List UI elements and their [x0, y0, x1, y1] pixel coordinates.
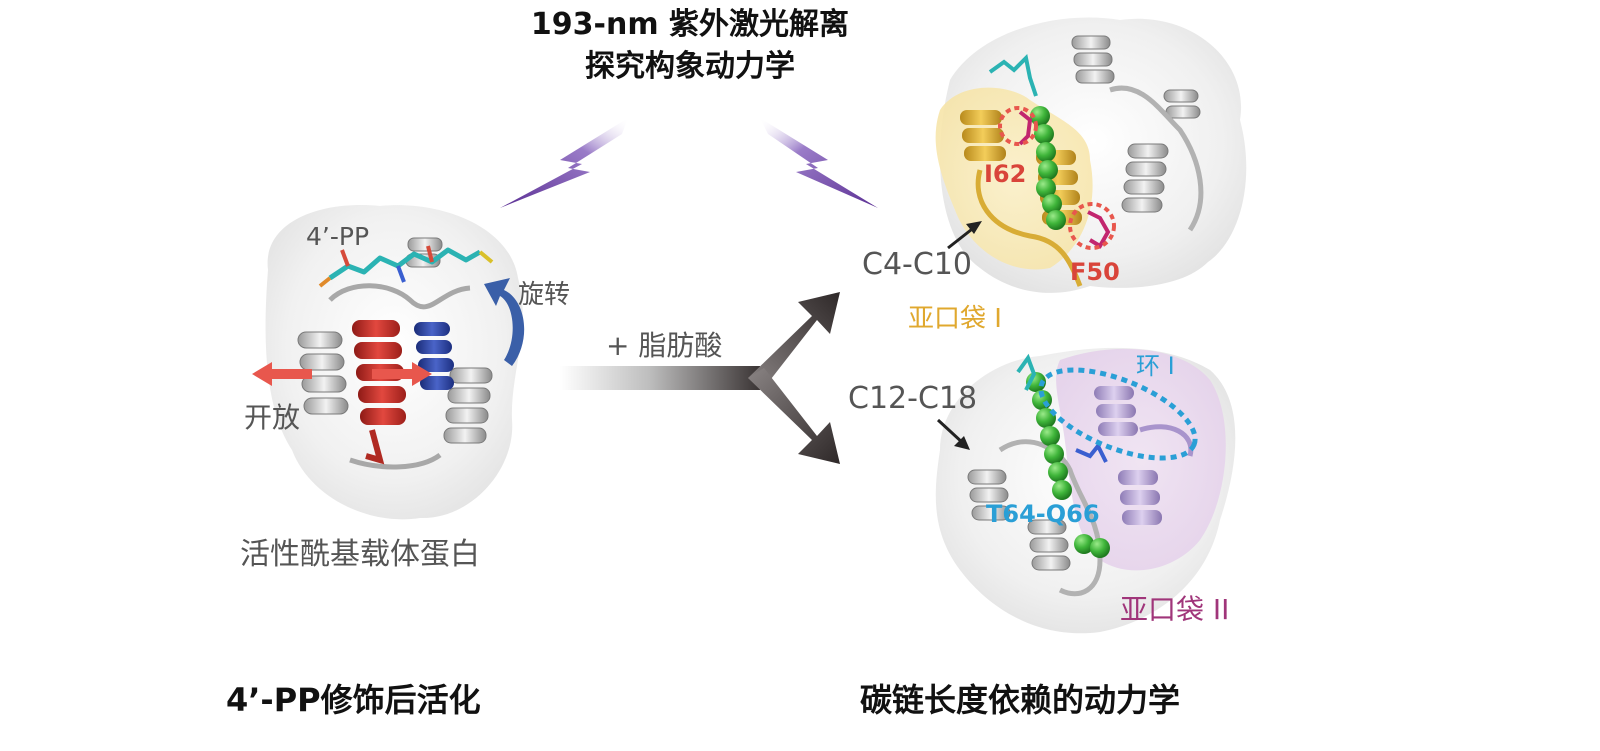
4pp-sticks [1016, 353, 1037, 391]
gray-helix [297, 331, 349, 415]
open-label: 开放 [244, 401, 301, 434]
c4-c10-pointer [947, 221, 982, 250]
gray-helix [1163, 89, 1201, 119]
uv-lightning-bolt-left [500, 118, 628, 208]
lavender-helix [1094, 386, 1138, 436]
residue-sticks [1087, 210, 1111, 249]
open-arrows [252, 362, 432, 386]
gray-helix [1121, 143, 1169, 213]
4pp-sticks [988, 53, 1038, 97]
gray-helix [1027, 519, 1071, 571]
f50-marker [1068, 202, 1116, 250]
4pp-label: 4’-PP [306, 222, 370, 251]
gray-helix [967, 469, 1011, 521]
fatty-acid-label: + 脂肪酸 [606, 329, 723, 362]
t64-q66-label: T64-Q66 [986, 500, 1100, 528]
4pp-sticks [318, 245, 494, 288]
i62-label: I62 [984, 160, 1027, 188]
uv-lightning-bolt-right [760, 118, 878, 208]
rotate-arrow [484, 278, 525, 366]
fatty-acid-spheres [1030, 106, 1066, 230]
lavender-helix [1118, 470, 1162, 525]
uvpd-title-line1: 193-nm 紫外激光解离 [530, 7, 850, 42]
blue-helix [414, 322, 454, 390]
complex-c12-c18-structure [935, 347, 1236, 634]
gold-helix [960, 110, 1006, 161]
c12-c18-pointer [936, 418, 970, 450]
complex-c4-c10-structure [935, 17, 1247, 293]
c4-c10-label: C4-C10 [862, 247, 972, 282]
loop-i-marker [1038, 367, 1198, 461]
loop-i-label: 环 I [1136, 352, 1175, 380]
gray-helix [443, 367, 493, 444]
subpocket-i-label: 亚口袋 I [908, 304, 1002, 334]
right-caption: 碳链长度依赖的动力学 [860, 681, 1181, 719]
residue-sticks [1075, 442, 1108, 463]
gray-helix [1071, 35, 1115, 84]
left-caption: 4’-PP修饰后活化 [226, 681, 481, 719]
subpocket-ii-label: 亚口袋 II [1120, 593, 1230, 626]
acp-protein-structure [252, 205, 525, 520]
fork-arrow [560, 292, 840, 464]
i62-marker [998, 106, 1038, 146]
f50-label: F50 [1070, 258, 1120, 286]
c12-c18-label: C12-C18 [848, 381, 978, 416]
residue-sticks [1018, 110, 1033, 146]
rotate-label: 旋转 [518, 280, 571, 310]
uvpd-title-line2: 探究构象动力学 [585, 49, 795, 84]
protein-name-label: 活性酰基载体蛋白 [240, 537, 480, 572]
